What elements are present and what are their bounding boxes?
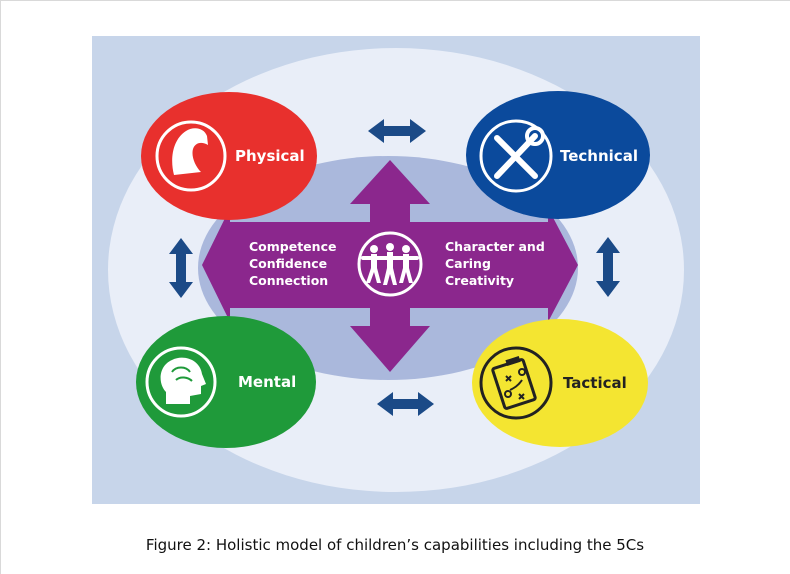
center-left-line-3: Connection [249, 273, 328, 288]
mental-label: Mental [238, 373, 296, 391]
center-right-line-1: Character and [445, 239, 545, 254]
center-right-line-2: Caring [445, 256, 491, 271]
double-arrow-right [596, 237, 620, 297]
technical-label: Technical [560, 147, 638, 165]
center-left-line-2: Confidence [249, 256, 327, 271]
physical-node: Physical [141, 92, 317, 220]
mental-node: Mental [136, 316, 316, 448]
center-left-line-1: Competence [249, 239, 336, 254]
people-chain-icon [357, 231, 423, 297]
flexed-arm-icon [155, 120, 227, 192]
double-arrow-top [368, 119, 426, 143]
clipboard-play-icon [479, 346, 553, 420]
double-arrow-left [169, 238, 193, 298]
tactical-label: Tactical [563, 374, 627, 392]
tools-icon [479, 119, 553, 193]
figure-caption: Figure 2: Holistic model of children’s c… [145, 536, 645, 554]
tactical-node: Tactical [472, 319, 648, 447]
technical-node: Technical [466, 91, 650, 219]
head-brain-icon [145, 346, 217, 418]
double-arrow-bottom [377, 392, 434, 416]
center-right-line-3: Creativity [445, 273, 514, 288]
physical-label: Physical [235, 147, 305, 165]
